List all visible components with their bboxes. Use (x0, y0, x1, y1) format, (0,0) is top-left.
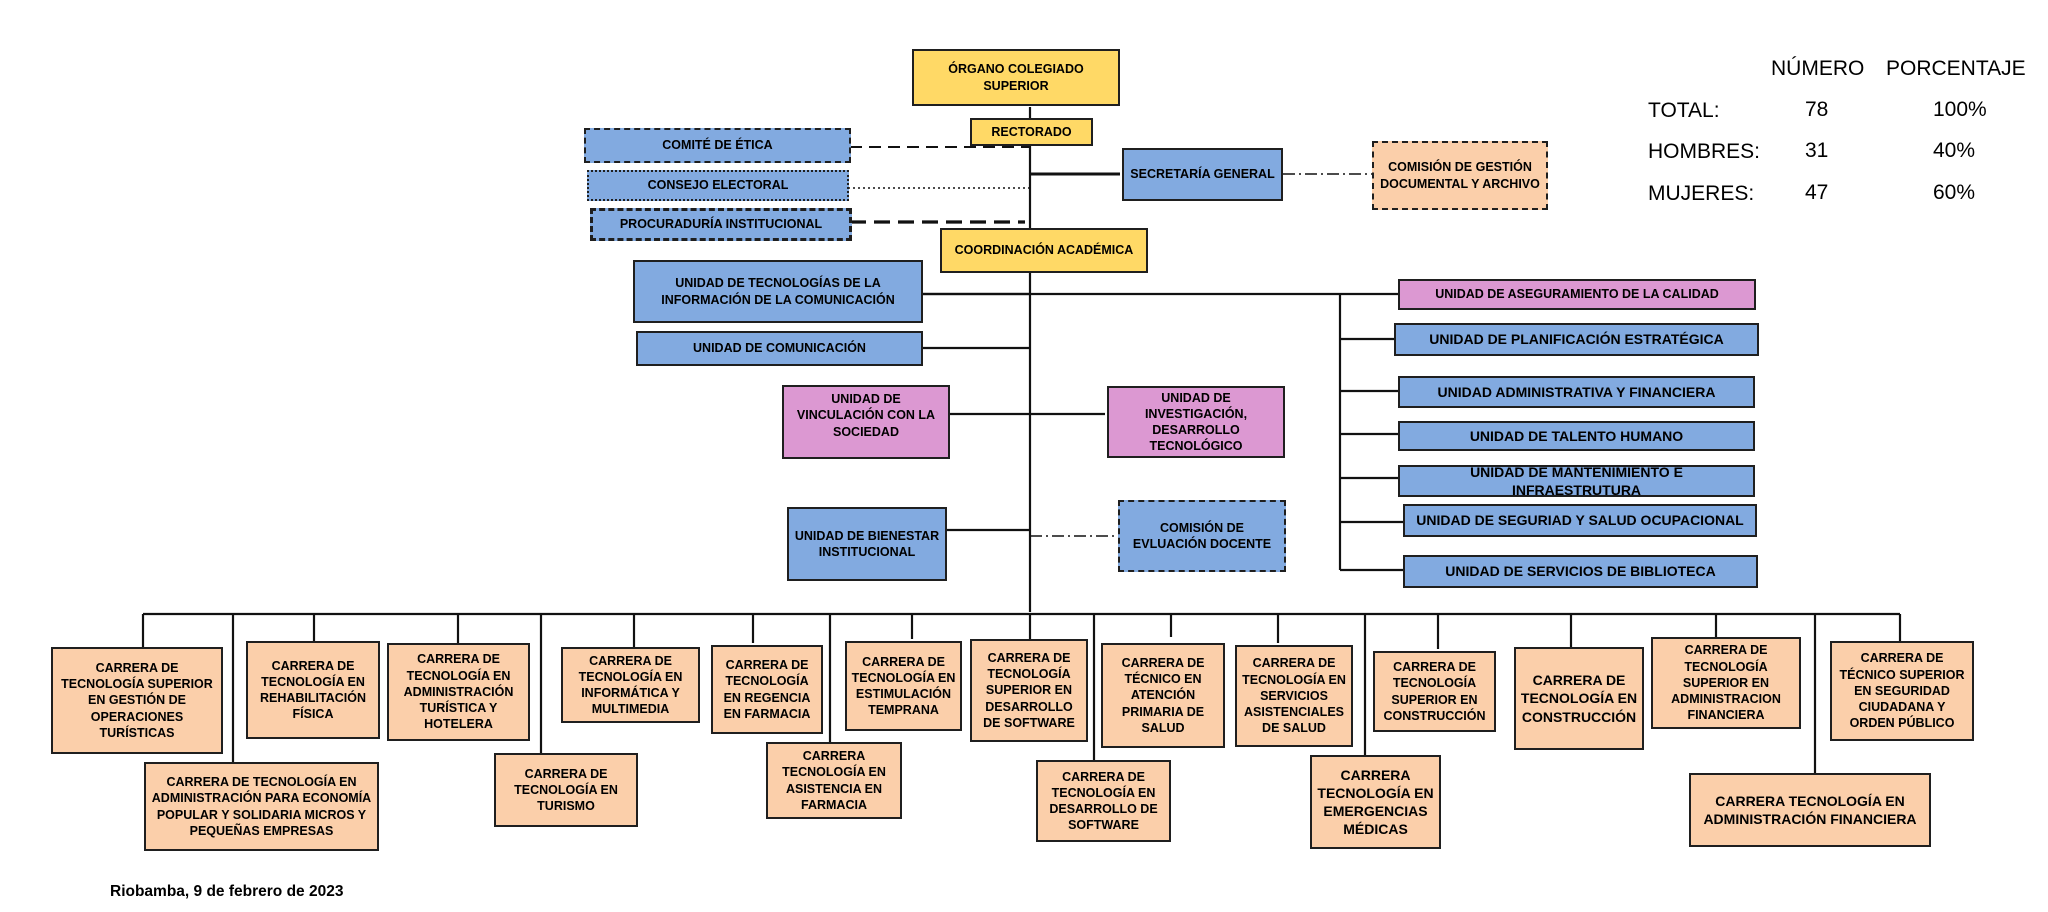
career-box: CARRERA TECNOLOGÍA EN EMERGENCIAS MÉDICA… (1310, 755, 1441, 849)
organo-colegiado-superior-box: ÓRGANO COLEGIADO SUPERIOR (912, 49, 1120, 106)
stats-label-mujeres: MUJERES: (1648, 182, 1755, 205)
career-box: CARRERA DE TECNOLOGÍA EN REHABILITACIÓN … (246, 641, 380, 739)
comision-gestion-documental-box: COMISIÓN DE GESTIÓN DOCUMENTAL Y ARCHIVO (1372, 141, 1548, 210)
career-box: CARRERA DE TECNOLOGÍA EN CONSTRUCCIÓN (1514, 647, 1644, 750)
stats-label-total: TOTAL: (1648, 99, 1720, 122)
unidad-administrativa-financiera-box: UNIDAD ADMINISTRATIVA Y FINANCIERA (1398, 376, 1755, 408)
career-box: CARRERA DE TECNOLOGÍA EN DESARROLLO DE S… (1036, 760, 1171, 842)
career-box: CARRERA DE TECNOLOGÍA EN ESTIMULACIÓN TE… (845, 641, 962, 731)
career-box: CARRERA TECNOLOGÍA EN ADMINISTRACIÓN FIN… (1689, 773, 1931, 847)
career-box: CARRERA DE TECNOLOGÍA EN ADMINISTRACIÓN … (144, 762, 379, 851)
unidad-seguridad-salud-box: UNIDAD DE SEGURIAD Y SALUD OCUPACIONAL (1403, 504, 1757, 537)
career-box: CARRERA DE TECNOLOGÍA SUPERIOR EN GESTIÓ… (51, 647, 223, 754)
stats-porcentaje-total: 100% (1933, 98, 1987, 121)
unidad-bienestar-box: UNIDAD DE BIENESTAR INSTITUCIONAL (787, 507, 947, 581)
career-box: CARRERA DE TECNOLOGÍA EN SERVICIOS ASIST… (1235, 645, 1353, 747)
coordinacion-academica-box: COORDINACIÓN ACADÉMICA (940, 228, 1148, 273)
unidad-investigacion-box: UNIDAD DE INVESTIGACIÓN, DESARROLLO TECN… (1107, 386, 1285, 458)
consejo-electoral-box: CONSEJO ELECTORAL (587, 170, 849, 201)
procuraduria-institucional-box: PROCURADURÍA INSTITUCIONAL (590, 208, 852, 241)
document-date: Riobamba, 9 de febrero de 2023 (110, 883, 344, 900)
unidad-tics-box: UNIDAD DE TECNOLOGÍAS DE LA INFORMACIÓN … (633, 260, 923, 323)
career-box: CARRERA TECNOLOGÍA EN ASISTENCIA EN FARM… (766, 742, 902, 819)
stats-header-numero: NÚMERO (1771, 57, 1865, 80)
unidad-mantenimiento-box: UNIDAD DE MANTENIMIENTO E INFRAESTRUTURA (1398, 464, 1755, 498)
secretaria-general-box: SECRETARÍA GENERAL (1122, 148, 1283, 201)
unidad-planificacion-box: UNIDAD DE PLANIFICACIÓN ESTRATÉGICA (1394, 323, 1759, 356)
career-box: CARRERA DE TECNOLOGÍA SUPERIOR EN CONSTR… (1373, 651, 1496, 732)
stats-label-hombres: HOMBRES: (1648, 140, 1761, 163)
career-box: CARRERA DE TECNOLOGÍA SUPERIOR EN ADMINI… (1651, 637, 1801, 729)
stats-numero-total: 78 (1805, 98, 1829, 121)
stats-numero-hombres: 31 (1805, 139, 1829, 162)
unidad-biblioteca-box: UNIDAD DE SERVICIOS DE BIBLIOTECA (1403, 555, 1758, 588)
comite-etica-box: COMITÉ DE ÉTICA (584, 128, 851, 163)
career-box: CARRERA DE TÉCNICO SUPERIOR EN SEGURIDAD… (1830, 641, 1974, 741)
career-box: CARRERA DE TÉCNICO EN ATENCIÓN PRIMARIA … (1101, 643, 1225, 748)
career-box: CARRERA DE TECNOLOGÍA EN TURISMO (494, 753, 638, 827)
career-box: CARRERA DE TECNOLOGÍA EN REGENCIA EN FAR… (711, 645, 823, 734)
career-box: CARRERA DE TECNOLOGÍA SUPERIOR EN DESARR… (970, 639, 1088, 742)
career-box: CARRERA DE TECNOLOGÍA EN INFORMÁTICA Y M… (561, 647, 700, 723)
stats-porcentaje-mujeres: 60% (1933, 181, 1976, 204)
unidad-aseguramiento-calidad-box: UNIDAD DE ASEGURAMIENTO DE LA CALIDAD (1398, 279, 1756, 310)
unidad-vinculacion-box: UNIDAD DE VINCULACIÓN CON LA SOCIEDAD (782, 385, 950, 459)
comision-evaluacion-docente-box: COMISIÓN DE EVLUACIÓN DOCENTE (1118, 500, 1286, 572)
career-box: CARRERA DE TECNOLOGÍA EN ADMINISTRACIÓN … (387, 643, 530, 741)
stats-numero-mujeres: 47 (1805, 181, 1829, 204)
rectorado-box: RECTORADO (970, 118, 1093, 146)
stats-header-porcentaje: PORCENTAJE (1886, 57, 2026, 80)
unidad-comunicacion-box: UNIDAD DE COMUNICACIÓN (636, 331, 923, 366)
stats-porcentaje-hombres: 40% (1933, 139, 1976, 162)
unidad-talento-humano-box: UNIDAD DE TALENTO HUMANO (1398, 421, 1755, 451)
